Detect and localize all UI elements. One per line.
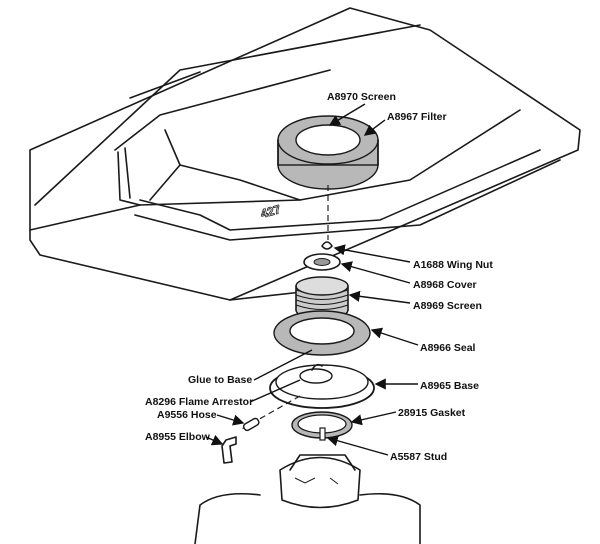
- label-a9556-hose: A9556 Hose: [157, 409, 217, 421]
- label-a8967-filter: A8967 Filter: [387, 111, 447, 123]
- elbow: [221, 436, 237, 464]
- label-a8296-flame-arrestor: A8296 Flame Arrestor: [145, 396, 253, 408]
- stud: [319, 427, 326, 441]
- label-a8966-seal: A8966 Seal: [420, 342, 476, 354]
- label-glue-to-base: Glue to Base: [188, 374, 252, 386]
- label-a8965-base: A8965 Base: [420, 380, 479, 392]
- cover: [303, 253, 341, 271]
- label-a8968-cover: A8968 Cover: [413, 279, 477, 291]
- wing-nut: [321, 241, 333, 250]
- label-a1688-wing-nut: A1688 Wing Nut: [413, 259, 493, 271]
- filter-ring: [277, 115, 379, 190]
- leader-lines: [205, 103, 419, 456]
- label-a5587-stud: A5587 Stud: [390, 451, 447, 463]
- seal-ring: [273, 310, 371, 356]
- label-a8970-screen: A8970 Screen: [327, 91, 396, 103]
- label-28915-gasket: 28915 Gasket: [398, 407, 466, 419]
- hood-marking: 427: [259, 202, 282, 221]
- label-a8955-elbow: A8955 Elbow: [145, 431, 211, 443]
- hood-scoop-drawing: 427: [29, 7, 581, 301]
- label-a8969-screen: A8969 Screen: [413, 300, 482, 312]
- carburetor: [194, 454, 421, 544]
- hose: [242, 417, 260, 432]
